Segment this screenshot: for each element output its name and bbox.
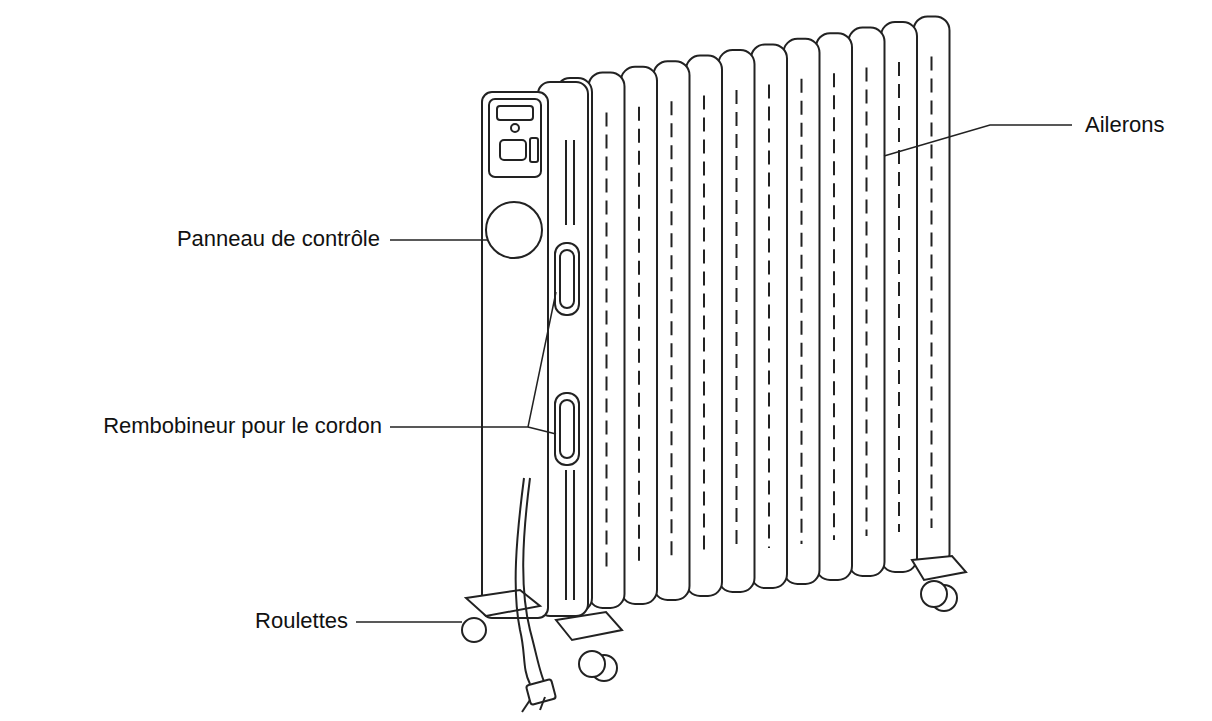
part-label: Ailerons: [1085, 112, 1164, 138]
fin: [914, 16, 950, 568]
control-housing: [482, 82, 588, 618]
part-label: Panneau de contrôle: [177, 226, 380, 252]
fin-groove: [703, 96, 705, 556]
fin-groove: [671, 101, 673, 560]
fin-groove: [736, 90, 738, 552]
fin: [654, 61, 690, 600]
fins: [556, 16, 950, 612]
vent-slots: [566, 140, 574, 600]
fin: [784, 39, 820, 584]
fin: [816, 33, 852, 580]
fin: [589, 72, 625, 608]
fin: [881, 22, 917, 572]
fin: [849, 28, 885, 576]
fin: [719, 50, 755, 592]
fin: [751, 44, 787, 588]
power-cord: [516, 478, 557, 712]
fin: [686, 56, 722, 596]
fin-groove: [931, 56, 933, 528]
part-label: Roulettes: [255, 608, 348, 634]
fin: [621, 67, 657, 604]
fin-groove: [606, 112, 608, 568]
fin-groove: [638, 107, 640, 564]
part-label: Rembobineur pour le cordon: [103, 413, 382, 439]
fin-groove: [768, 84, 770, 548]
fin-groove: [898, 62, 900, 532]
fin-groove: [833, 73, 835, 540]
fin-groove: [801, 79, 803, 544]
fin-groove: [866, 68, 868, 536]
leader-lines: [356, 125, 1072, 622]
